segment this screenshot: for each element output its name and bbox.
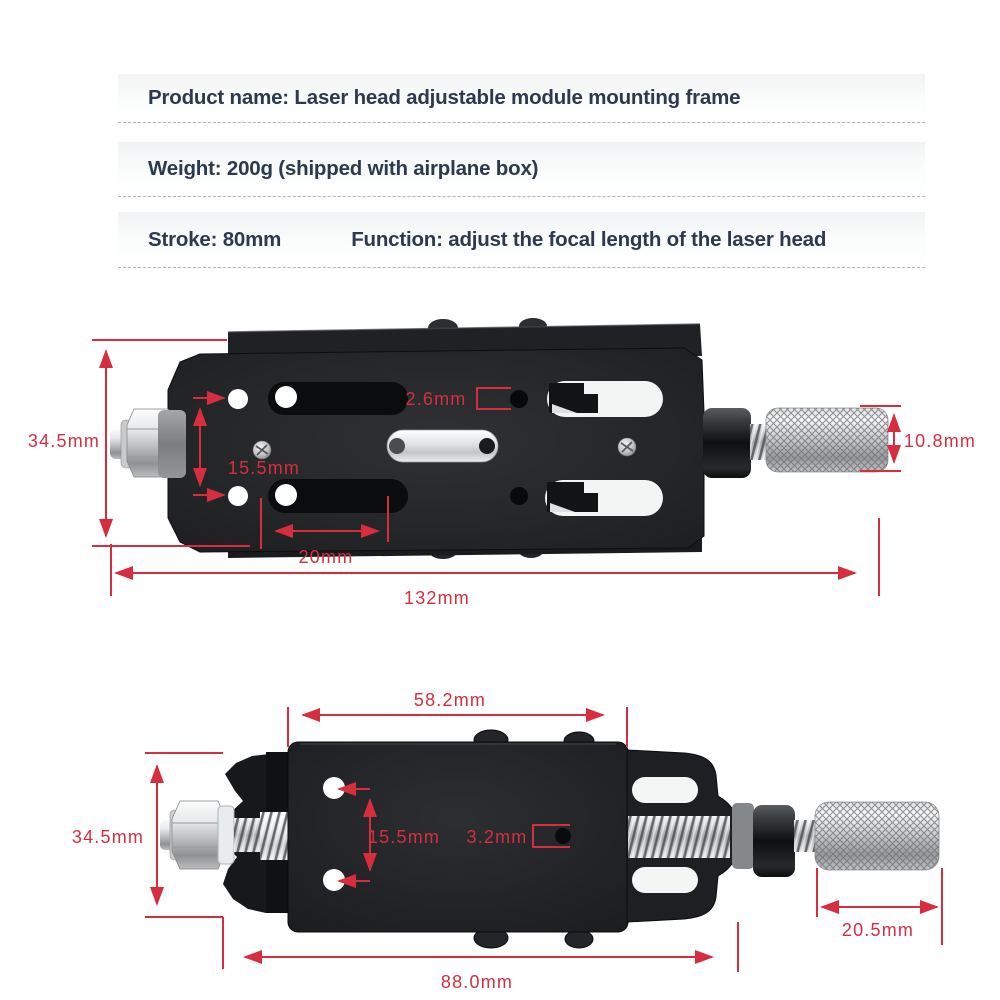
- leadscrew-end: [389, 438, 405, 454]
- chrome-slot: [386, 429, 499, 463]
- adjust-knob-assembly: [703, 407, 889, 478]
- bracket-slot: [632, 867, 698, 893]
- dim-label-hole-spacing-side: 15.5mm: [368, 827, 440, 847]
- small-hole: [510, 390, 528, 408]
- small-hole: [510, 487, 528, 505]
- dim-label-hole-diameter: 3.2mm: [466, 827, 527, 847]
- product-name-row: Product name: Laser head adjustable modu…: [118, 74, 925, 123]
- stroke-text: Stroke: 80mm: [148, 227, 282, 251]
- phillips-screw: [617, 437, 637, 457]
- dim-frame-height-top: 34.5mm: [28, 339, 250, 547]
- dim-label-body-length: 58.2mm: [414, 690, 486, 710]
- dim-knob-length: 20.5mm: [816, 868, 943, 945]
- dim-label-knob-length: 20.5mm: [842, 920, 914, 940]
- function-text: Function: adjust the focal length of the…: [351, 227, 827, 251]
- dim-hole-diameter: 3.2mm: [466, 824, 570, 848]
- phillips-screw: [252, 440, 272, 460]
- slot-hole: [275, 386, 297, 408]
- dim-label-overall-length-side: 88.0mm: [441, 972, 513, 992]
- white-washer: [217, 805, 235, 865]
- dim-hole-spacing-top: 15.5mm: [193, 391, 300, 502]
- bushing: [732, 803, 754, 869]
- bracket-slot: [632, 777, 698, 803]
- dim-frame-height-side: 34.5mm: [72, 752, 223, 918]
- chrome-slot-hole: [479, 438, 495, 454]
- weight-text: Weight: 200g (shipped with airplane box): [148, 157, 539, 180]
- knob-hub: [703, 408, 751, 478]
- top-view-photo: [110, 318, 889, 559]
- body-screw-bump: [564, 929, 594, 949]
- dim-overall-length-side: 88.0mm: [222, 917, 739, 992]
- dim-label-slot-length: 20mm: [299, 547, 354, 567]
- clamp-highlight: [552, 404, 577, 413]
- top-view-dimensions: 34.5mm 15.5mm 2.6mm 10.8mm: [28, 339, 976, 608]
- dim-label-hole-offset: 2.6mm: [405, 389, 466, 409]
- through-hole: [228, 486, 248, 506]
- dim-overall-length-top: 132mm: [110, 518, 880, 608]
- clamp-highlight: [550, 503, 575, 512]
- main-body: [287, 741, 629, 933]
- through-hole: [228, 389, 248, 409]
- dim-label-frame-height: 34.5mm: [28, 431, 100, 451]
- dim-body-length: 58.2mm: [287, 690, 628, 747]
- dim-slot-length: 20mm: [260, 496, 389, 567]
- side-view-photo: [160, 729, 940, 949]
- weight-row: Weight: 200g (shipped with airplane box): [118, 142, 925, 197]
- side-view-dimensions: 58.2mm 34.5mm 15.5mm 3.2mm: [72, 690, 943, 992]
- adjust-slot: [268, 382, 408, 415]
- dim-hole-spacing-side: 15.5mm: [337, 782, 440, 888]
- dim-label-knob-diameter: 10.8mm: [904, 431, 976, 451]
- adjust-slot: [268, 479, 408, 513]
- dim-hole-offset-top: 2.6mm: [405, 387, 511, 410]
- small-hole: [555, 828, 571, 844]
- hex-nut-assembly: [110, 408, 186, 478]
- dim-label-overall-length: 132mm: [404, 588, 470, 608]
- slide-clamp: [547, 482, 598, 512]
- dim-label-frame-height-side: 34.5mm: [72, 827, 144, 847]
- knob-hub: [753, 805, 795, 877]
- slot-hole: [275, 484, 297, 506]
- dim-knob-diameter: 10.8mm: [860, 405, 976, 472]
- dim-label-hole-spacing: 15.5mm: [228, 458, 300, 478]
- slide-clamp: [549, 383, 598, 413]
- hex-nut-assembly-side: [160, 800, 235, 870]
- stroke-function-row: Stroke: 80mm Function: adjust the focal …: [118, 212, 925, 268]
- product-name-text: Product name: Laser head adjustable modu…: [148, 86, 741, 109]
